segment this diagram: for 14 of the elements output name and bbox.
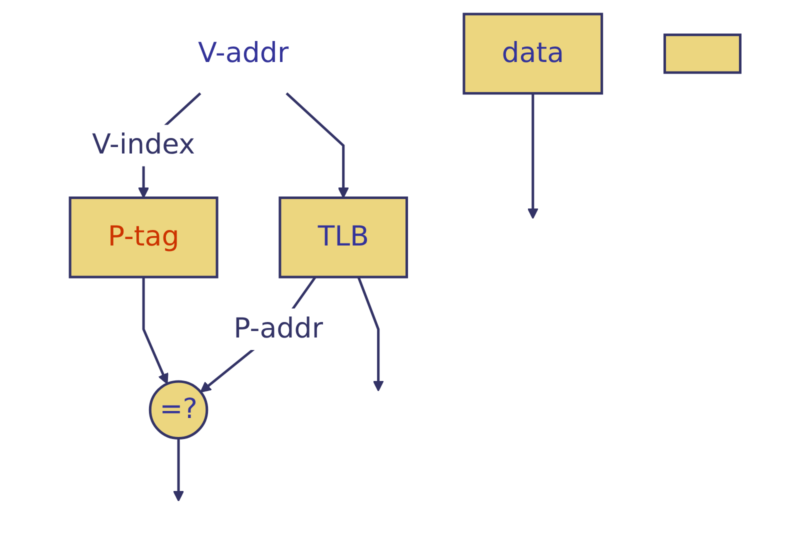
node-box bbox=[278, 196, 408, 278]
edge-label: V-index bbox=[92, 129, 195, 161]
edge-label: P-addr bbox=[233, 313, 324, 344]
diagram: V-addr data V-index P-tag TLB P-addr =? bbox=[60, 4, 750, 548]
node-box bbox=[663, 33, 742, 74]
arrow bbox=[527, 92, 538, 219]
node-box bbox=[462, 12, 603, 94]
arrow bbox=[172, 438, 184, 502]
arrow bbox=[357, 276, 384, 391]
node-box bbox=[68, 196, 218, 278]
node-circle bbox=[148, 380, 208, 440]
arrow bbox=[142, 276, 168, 384]
arrow bbox=[286, 92, 349, 198]
node-text: V-addr bbox=[198, 37, 289, 69]
